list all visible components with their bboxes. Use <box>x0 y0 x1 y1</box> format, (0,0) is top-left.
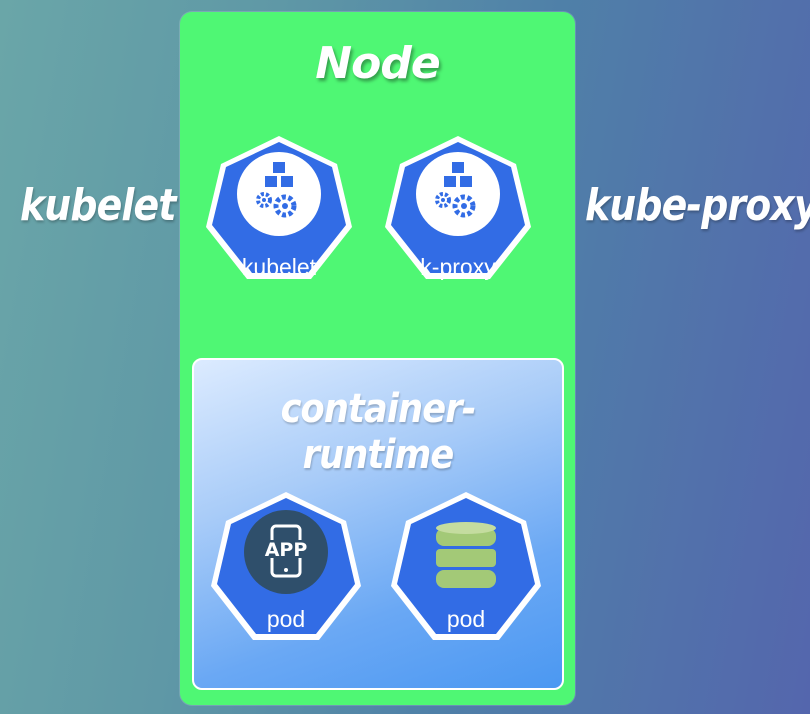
database-pod: pod <box>386 488 546 653</box>
app-icon: APP <box>258 524 314 578</box>
kubelet-component: kubelet <box>201 132 357 292</box>
node-title: Node <box>315 38 440 89</box>
gears-icon <box>435 192 476 218</box>
k-proxy-label: k-proxy <box>420 254 496 280</box>
cubes-icon <box>265 162 293 187</box>
database-icon <box>436 522 496 588</box>
app-pod-label: pod <box>266 606 306 632</box>
app-pod: APP pod <box>206 488 366 653</box>
k-proxy-component: k-proxy <box>380 132 536 292</box>
database-pod-label: pod <box>446 606 486 632</box>
container-runtime-box: container-runtime APP pod <box>192 358 564 690</box>
node-box: Node kubelet <box>180 12 575 705</box>
kube-proxy-side-label: kube-proxy <box>585 180 810 231</box>
k-proxy-heptagon-icon <box>385 136 531 279</box>
cubes-icon <box>444 162 472 187</box>
database-pod-heptagon-icon <box>391 492 541 640</box>
kubelet-side-label: kubelet <box>20 180 176 231</box>
kubelet-label: kubelet <box>241 254 317 280</box>
app-pod-heptagon-icon: APP <box>211 492 361 640</box>
kubelet-heptagon-icon <box>206 136 352 279</box>
gears-icon <box>256 192 297 218</box>
app-icon-text: APP <box>265 539 308 561</box>
container-runtime-title: container-runtime <box>280 386 477 478</box>
